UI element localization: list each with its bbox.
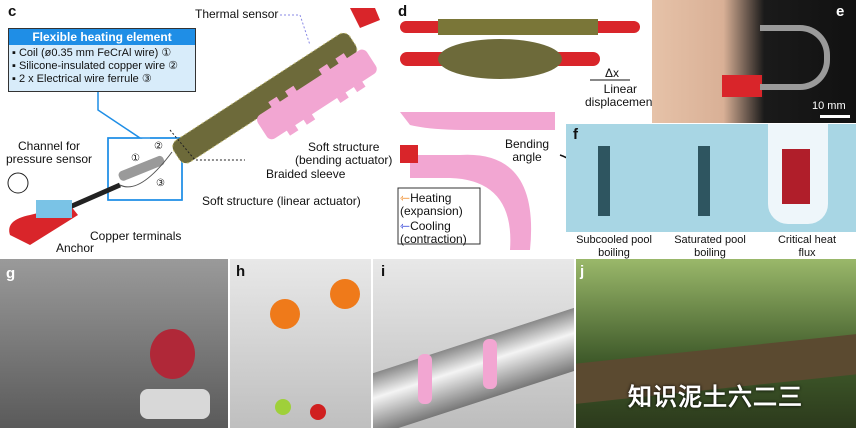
panel-e-photo: e 10 mm bbox=[652, 0, 856, 123]
box-item: ▪ Silicone-insulated copper wire ② bbox=[12, 60, 179, 72]
panel-label-i: i bbox=[381, 263, 386, 280]
label-anchor: Anchor bbox=[56, 241, 95, 255]
panel-label-d: d bbox=[398, 3, 408, 20]
label-bending-angle: Bending angle bbox=[505, 137, 550, 164]
panel-i-photo: i bbox=[373, 259, 574, 428]
critical-heat-flux-diagram bbox=[758, 124, 856, 232]
label-delta-x: Δx bbox=[605, 66, 620, 80]
saturated-boiling-diagram bbox=[662, 124, 758, 232]
label-linear-displacement: Linear displacement bbox=[585, 82, 656, 109]
panel-g-photo: g bbox=[0, 259, 228, 428]
panel-label-c: c bbox=[8, 3, 17, 20]
box-item: ▪ 2 x Electrical wire ferrule ③ bbox=[12, 73, 152, 85]
box-title: Flexible heating element bbox=[9, 29, 195, 45]
panel-label-f: f bbox=[573, 126, 578, 143]
cooling-arrow-icon: ⇽ bbox=[400, 219, 411, 233]
panel-label-e: e bbox=[836, 3, 845, 20]
scale-bar bbox=[820, 115, 850, 118]
label-soft-structure-bending: Soft structure (bending actuator) bbox=[295, 140, 393, 167]
panel-j-photo: j 知识泥土六二三 bbox=[576, 259, 856, 428]
legend-cooling: ⇽Cooling (contraction) bbox=[400, 219, 467, 246]
subcooled-boiling-diagram bbox=[566, 124, 662, 232]
marker-2: ② bbox=[154, 141, 163, 152]
panel-h-photo: h bbox=[230, 259, 371, 428]
panel-label-g: g bbox=[6, 265, 16, 282]
heating-actuator-diagram bbox=[7, 8, 380, 245]
actuator-deformation-diagram bbox=[397, 19, 640, 250]
label-channel-pressure-sensor: Channel for pressure sensor bbox=[6, 139, 93, 166]
box-item: ▪ Coil (ø0.35 mm FeCrAl wire) ① bbox=[12, 47, 172, 59]
caption-subcooled: Subcooled pool boiling bbox=[576, 234, 652, 259]
watermark: 知识泥土六二三 bbox=[628, 384, 803, 411]
panel-label-h: h bbox=[236, 263, 246, 280]
label-thermal-sensor: Thermal sensor bbox=[195, 7, 279, 21]
label-soft-structure-linear: Soft structure (linear actuator) bbox=[202, 194, 361, 208]
label-braided-sleeve: Braided sleeve bbox=[266, 167, 346, 181]
caption-critical-heat-flux: Critical heat flux bbox=[777, 234, 837, 259]
panel-label-j: j bbox=[580, 263, 585, 280]
heating-element-box: Flexible heating element ▪ Coil (ø0.35 m… bbox=[8, 28, 196, 92]
heating-arrow-icon: ⇽ bbox=[400, 191, 411, 205]
marker-1: ① bbox=[131, 153, 140, 164]
legend-heating: ⇽Heating (expansion) bbox=[400, 191, 463, 218]
scale-bar-label: 10 mm bbox=[812, 100, 846, 112]
label-copper-terminals: Copper terminals bbox=[90, 229, 182, 243]
caption-saturated: Saturated pool boiling bbox=[674, 234, 746, 259]
marker-3: ③ bbox=[156, 178, 165, 189]
